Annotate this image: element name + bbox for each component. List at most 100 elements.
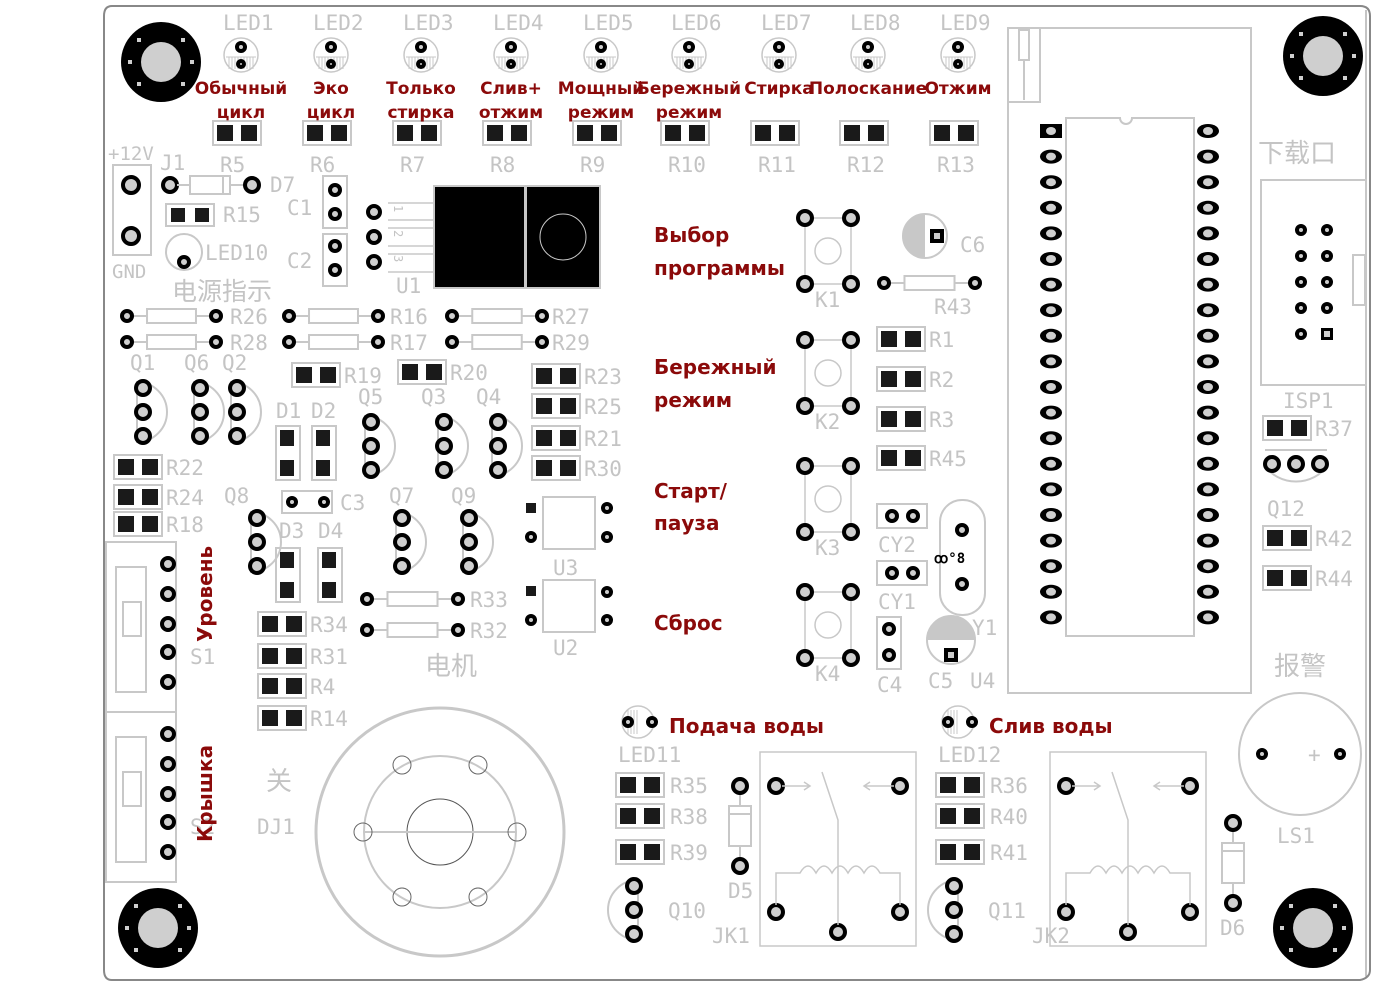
ref-k1: K1: [815, 288, 840, 312]
transistor-q4: [489, 413, 523, 479]
led-label-7-line1: Стирка: [744, 79, 813, 99]
smd-resistor-r4: [257, 673, 307, 699]
ref-r40: R40: [990, 805, 1028, 829]
led-label-3-line2: стирка: [387, 103, 454, 123]
mount-hole-top-left: [121, 22, 201, 102]
ref-q1: Q1: [130, 351, 155, 375]
u1-pad-2: [366, 229, 382, 245]
led-ref-8: LED8: [850, 11, 901, 35]
u4-ref: U4: [970, 669, 995, 693]
smd-resistor-r18: [113, 511, 163, 537]
ref-d6: D6: [1220, 916, 1245, 940]
u1-pin-1-label: 1: [391, 205, 405, 212]
mount-hole-top-right: [1283, 16, 1363, 96]
u1-heatsink: [527, 187, 599, 287]
led-resistor-r5: [212, 120, 262, 146]
button-label-k2-line1: Бережный: [654, 355, 777, 379]
motor-inner-ring: [363, 755, 517, 909]
button-k2: [796, 331, 860, 415]
isp-pin: [1321, 250, 1333, 262]
resistor-ref-r5: R5: [220, 153, 245, 177]
led-resistor-r12: [839, 120, 889, 146]
transistor-q6: [191, 379, 225, 445]
transistor-q2: [228, 379, 262, 445]
button-k4: [796, 583, 860, 667]
button-k3: [796, 457, 860, 541]
ref-r35: R35: [670, 774, 708, 798]
c1-ref: C1: [287, 196, 312, 220]
ref-r29: R29: [552, 331, 590, 355]
button-label-k3-line2: пауза: [654, 511, 719, 535]
transistor-q11: [927, 877, 963, 943]
mount-hole-bottom-left: [118, 888, 198, 968]
u3-ref: U3: [553, 556, 578, 580]
button-label-k3-line1: Старт/: [654, 479, 728, 503]
led-label-9-line1: Отжим: [924, 79, 991, 99]
ref-q5: Q5: [358, 385, 383, 409]
led-ref-1: LED1: [223, 11, 274, 35]
plus-12v-label: +12V: [108, 143, 154, 165]
led-3: [403, 37, 439, 73]
ref-k2: K2: [815, 410, 840, 434]
led-6: [671, 37, 707, 73]
ref-r4: R4: [310, 675, 335, 699]
relay-label-jk2: Слив воды: [989, 714, 1113, 738]
ref-jk1: JK1: [712, 924, 750, 948]
led-ref-5: LED5: [583, 11, 634, 35]
transistor-q8: [248, 509, 282, 575]
smd-resistor-r25: [531, 393, 581, 419]
smd-resistor-r2: [876, 366, 926, 392]
led-label-1-line1: Обычный: [195, 79, 287, 99]
led-label-2-line2: цикл: [307, 103, 356, 123]
smd-resistor-r40: [935, 803, 985, 829]
ref-q4: Q4: [476, 385, 501, 409]
ref-r30: R30: [584, 457, 622, 481]
ref-s1: S1: [190, 645, 215, 669]
led-1: [223, 37, 259, 73]
led-label-2-line1: Эко: [313, 79, 349, 99]
ref-q11: Q11: [988, 899, 1026, 923]
j1-connector-outline: [112, 164, 152, 256]
ref-r14: R14: [310, 707, 348, 731]
led-ref-4: LED4: [493, 11, 544, 35]
led-resistor-r8: [482, 120, 532, 146]
ref-d5: D5: [728, 879, 753, 903]
smd-resistor-r30: [531, 455, 581, 481]
c6-ref: C6: [960, 233, 985, 257]
led-8: [850, 37, 886, 73]
c4-outline: [876, 616, 902, 670]
led-label-8-line1: Полоскание: [809, 79, 927, 99]
switch-s2: [105, 711, 177, 883]
isp-pin: [1295, 302, 1307, 314]
mcu-chip-outline: [1065, 117, 1195, 637]
cy2-outline: [876, 503, 928, 529]
isp-pin: [1295, 224, 1307, 236]
isp-pin: [1295, 328, 1307, 340]
ref-q3: Q3: [421, 385, 446, 409]
isp-pin: [1295, 276, 1307, 288]
smd-resistor-r44: [1262, 565, 1312, 591]
u1-pad-1: [366, 204, 382, 220]
transistor-q10: [607, 877, 643, 943]
ref-r3: R3: [929, 408, 954, 432]
resistor-ref-r13: R13: [937, 153, 975, 177]
ref-r36: R36: [990, 774, 1028, 798]
smd-resistor-r39: [615, 839, 665, 865]
isp-section: 下载口 ISP1 Q12 报警 + LS1: [1238, 139, 1367, 848]
ref-jk2: JK2: [1032, 924, 1070, 948]
ref-r25: R25: [584, 395, 622, 419]
smd-resistor-r45: [876, 445, 926, 471]
r15-smd: [165, 203, 215, 227]
ref-k4: K4: [815, 662, 840, 686]
ref-r17: R17: [390, 331, 428, 355]
j1-pad-2: [121, 226, 141, 246]
ref-r34: R34: [310, 613, 348, 637]
c1-outline: [322, 175, 348, 229]
smd-resistor-r31: [257, 643, 307, 669]
motor-section: 电机 关 DJ1: [257, 652, 566, 958]
ls1-plus-label: +: [1308, 743, 1321, 767]
smd-resistor-r1: [876, 326, 926, 352]
